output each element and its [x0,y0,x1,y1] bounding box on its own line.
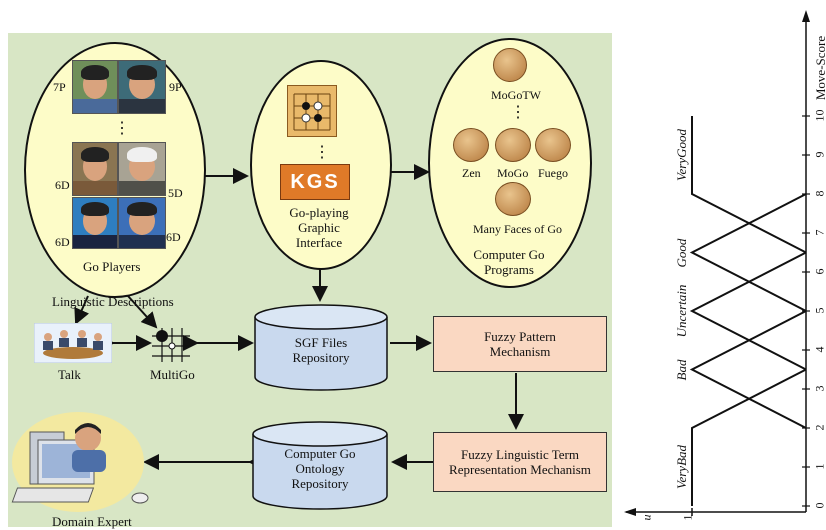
program-mogotw: MoGoTW [491,88,541,103]
membership-chart [614,0,826,527]
membership-line-bad [692,311,806,428]
sgf-repository-label: SGF Files Repository [272,335,370,365]
kgs-logo: KGS [280,164,350,200]
linguistic-descriptions-label: Linguistic Descriptions [52,294,174,310]
membership-line-verybad [692,370,806,507]
multigo-icon [150,326,192,364]
programs-ellipsis: ⋮ [510,102,526,122]
interface-ellipsis: ⋮ [314,142,330,162]
rank-7p: 7P [53,80,66,95]
player-photo-5d [118,142,166,196]
score-tick-label-4: 4 [813,342,826,358]
membership-line-uncertain [692,253,806,370]
rank-9p: 9P [169,80,182,95]
program-mogo: MoGo [497,166,528,181]
u-axis-label: u [640,512,655,524]
multigo-label: MultiGo [150,367,195,383]
go-board-icon [287,85,337,137]
talk-label: Talk [58,367,81,383]
player-photo-7p [72,60,118,114]
membership-one-label: 1 [681,512,696,524]
mogo-logo [495,128,531,162]
kgs-logo-text: KGS [290,171,339,194]
score-tick-label-5: 5 [813,303,826,319]
score-tick-label-6: 6 [813,264,826,280]
term-label-verybad: VeryBad [674,427,690,507]
score-tick-label-8: 8 [813,186,826,202]
programs-title: Computer Go Programs [466,247,552,277]
go-players-title: Go Players [83,259,140,275]
membership-line-good [692,194,806,311]
mogotw-logo [493,48,527,82]
many-faces-logo [495,182,531,216]
score-tick-label-1: 1 [813,459,826,475]
score-tick-label-10: 10 [813,108,826,124]
score-tick-label-7: 7 [813,225,826,241]
term-label-verygood: VeryGood [674,115,690,195]
score-tick-label-3: 3 [813,381,826,397]
score-tick-label-2: 2 [813,420,826,436]
player-photo-9p [118,60,166,114]
program-many-faces: Many Faces of Go [473,222,562,237]
score-axis-arrow [802,10,810,22]
rank-6d-c: 6D [166,230,181,245]
score-tick-label-0: 0 [813,498,826,514]
axis-title-move-score: Move-Score [813,18,826,118]
program-zen: Zen [462,166,481,181]
player-photo-6d-a [72,142,118,196]
fuego-logo [535,128,571,162]
rank-6d-b: 6D [55,235,70,250]
rank-6d-a: 6D [55,178,70,193]
rank-5d: 5D [168,186,183,201]
fuzzy-term-box: Fuzzy Linguistic Term Representation Mec… [433,432,607,492]
zen-logo [453,128,489,162]
interface-title: Go-playing Graphic Interface [275,205,363,250]
fuzzy-pattern-label: Fuzzy Pattern Mechanism [460,329,580,359]
domain-expert-label: Domain Expert [52,514,132,530]
program-fuego: Fuego [538,166,568,181]
term-label-good: Good [674,213,690,293]
fuzzy-pattern-box: Fuzzy Pattern Mechanism [433,316,607,372]
fuzzy-term-label: Fuzzy Linguistic Term Representation Mec… [438,447,602,477]
players-ellipsis: ⋮ [114,118,130,138]
player-photo-6d-b [72,197,118,249]
membership-axis-arrow [624,508,636,516]
membership-line-verygood [692,116,806,253]
talk-icon [34,323,112,363]
player-photo-6d-c [118,197,166,249]
score-tick-label-9: 9 [813,147,826,163]
ontology-repository-label: Computer Go Ontology Repository [266,446,374,491]
domain-expert-icon [8,404,158,516]
